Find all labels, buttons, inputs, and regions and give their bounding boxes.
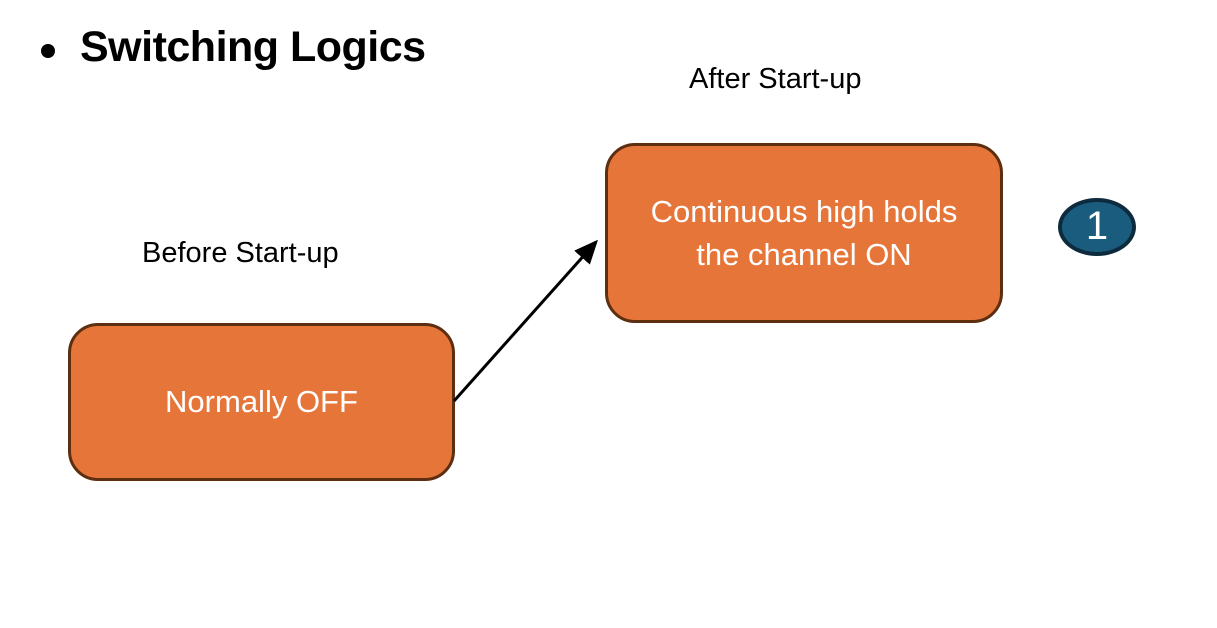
before-startup-box-text: Normally OFF [165,384,358,420]
bullet-icon [41,44,55,58]
after-startup-box-text: Continuous high holds the channel ON [650,193,958,272]
before-startup-label: Before Start-up [142,237,339,269]
after-startup-label: After Start-up [689,63,862,95]
before-startup-box: Normally OFF [68,323,455,481]
step-badge-number: 1 [1085,204,1109,248]
after-startup-box: Continuous high holds the channel ON [605,143,1003,323]
step-badge: 1 [1058,198,1136,256]
page-title: Switching Logics [80,23,426,71]
